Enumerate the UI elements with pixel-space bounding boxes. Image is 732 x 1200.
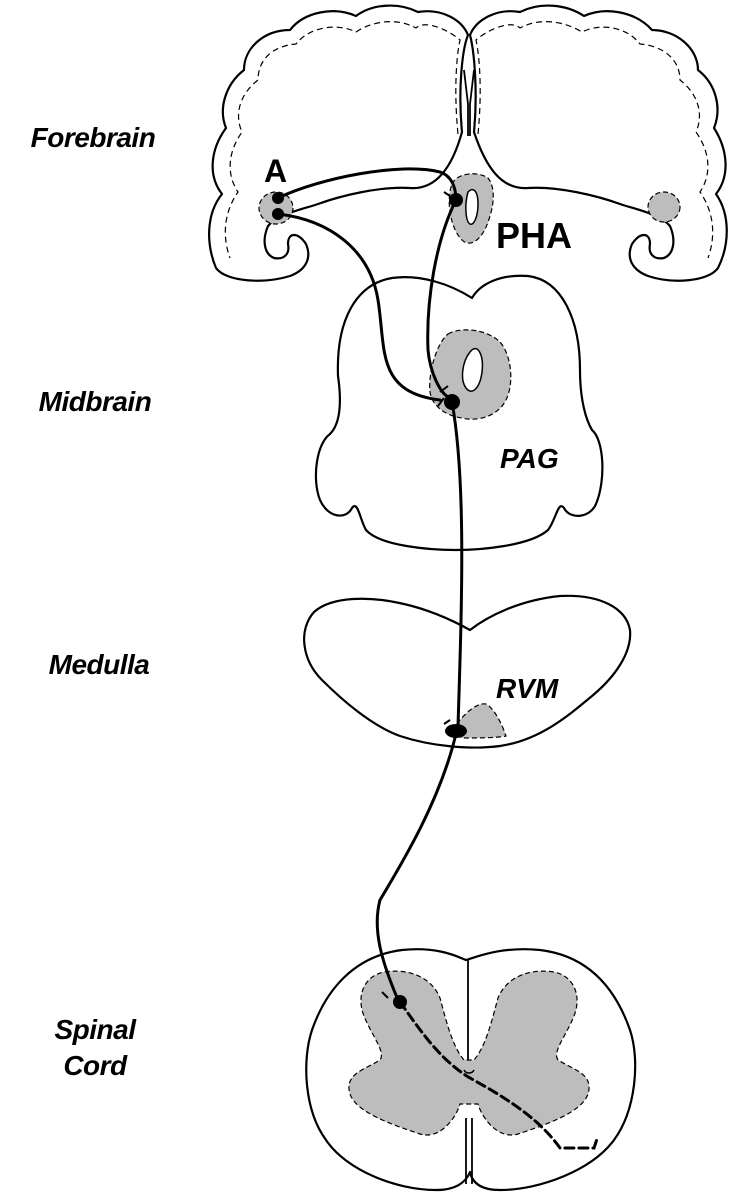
anterior-median-fissure [465, 1118, 473, 1184]
medulla-section: RVM [303, 594, 632, 749]
spinal-synapse-terminal [381, 991, 389, 999]
spinal-cord-section [305, 948, 637, 1192]
forebrain-left-cortex-line [224, 21, 461, 259]
spinal-cord-label: Spinal Cord [10, 1012, 180, 1084]
amygdala-to-pha-axon [276, 167, 458, 202]
pha-to-pag-axon [426, 198, 458, 400]
pag-to-rvm-axon [450, 400, 464, 728]
rvm-label: RVM [496, 673, 559, 704]
spinal-cord-label-line2: Cord [63, 1050, 127, 1081]
forebrain-left-hemisphere [208, 4, 470, 282]
rvm-to-spinal-axon [375, 732, 458, 1002]
central-canal [463, 1069, 475, 1074]
spinal-interneuron-axon [398, 1000, 600, 1150]
amygdala-label: A [264, 153, 287, 189]
pha-synapse-terminal [443, 191, 451, 197]
contralateral-amygdala-nucleus [647, 191, 681, 223]
amygdala-to-pag-axon [276, 212, 442, 402]
midbrain-label: Midbrain [38, 386, 152, 417]
amygdala-neuron-soma-1 [272, 192, 284, 204]
forebrain-right-cortex-line [475, 21, 714, 259]
forebrain-section: A PHA [208, 4, 728, 282]
amygdala-neuron-soma-2 [272, 208, 284, 220]
pha-label: PHA [496, 215, 572, 256]
forebrain-midline-fissure [463, 69, 475, 136]
midbrain-section: PAG [314, 274, 604, 552]
medulla-outline [303, 594, 632, 749]
spinal-neuron-soma [393, 995, 407, 1009]
medulla-label: Medulla [48, 649, 150, 680]
third-ventricle [465, 188, 479, 225]
pag-label: PAG [500, 443, 559, 474]
rvm-neuron-soma [445, 724, 467, 738]
spinal-gray-matter [348, 970, 590, 1136]
rvm-synapse-terminal [443, 719, 451, 725]
cerebral-aqueduct [461, 347, 484, 392]
pag-neuron-soma [444, 394, 460, 410]
pag-synapse-terminal [437, 385, 449, 407]
spinal-cord-label-line1: Spinal [54, 1014, 136, 1045]
forebrain-label: Forebrain [30, 122, 156, 153]
pha-neuron-soma [449, 193, 463, 207]
projection-pathways [272, 167, 600, 1150]
